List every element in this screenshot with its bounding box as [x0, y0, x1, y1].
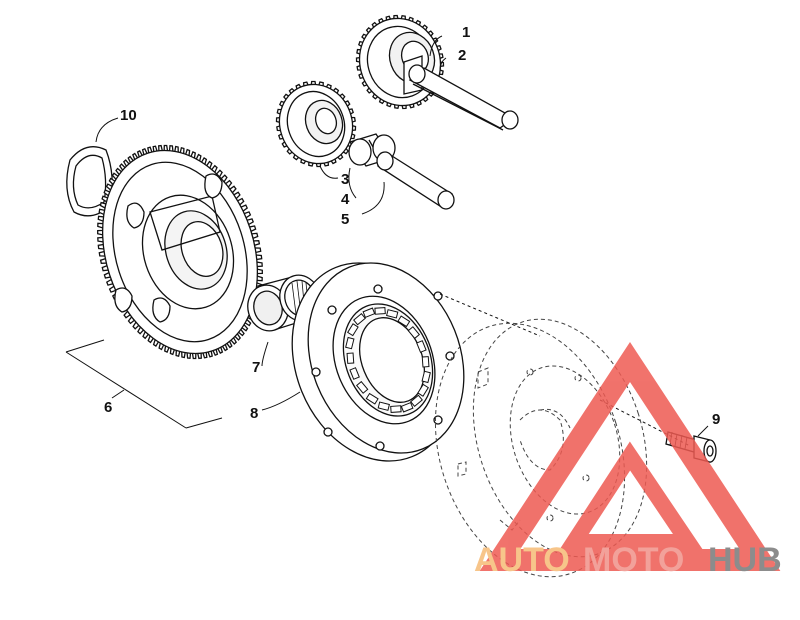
- callout-9: 9: [712, 411, 720, 428]
- shaft-part-5: [376, 151, 455, 210]
- callout-labels: 1 2 3 4 5 6 7 8 9 10: [104, 24, 720, 428]
- callout-2: 2: [458, 47, 466, 64]
- gear-part-1: [355, 14, 445, 110]
- large-gear-part-6: [97, 144, 263, 360]
- watermark-text: AUTO MOTO HUB: [474, 541, 782, 579]
- shaft-part-2: [408, 64, 519, 131]
- callout-6: 6: [104, 399, 112, 416]
- callout-10: 10: [120, 107, 137, 124]
- gear-part-3: [275, 80, 357, 168]
- washer-part-10: [66, 146, 113, 217]
- watermark-auto: AUTO: [474, 541, 570, 579]
- watermark-hub: HUB: [708, 541, 782, 579]
- clutch-part-8: [291, 262, 465, 462]
- callout-8: 8: [250, 405, 258, 422]
- callout-3: 3: [341, 171, 349, 188]
- callout-4: 4: [341, 191, 350, 208]
- callout-7: 7: [252, 359, 260, 376]
- watermark-logo: [479, 341, 781, 571]
- watermark-moto: MOTO: [583, 541, 684, 579]
- callout-1: 1: [462, 24, 470, 41]
- callout-5: 5: [341, 211, 349, 228]
